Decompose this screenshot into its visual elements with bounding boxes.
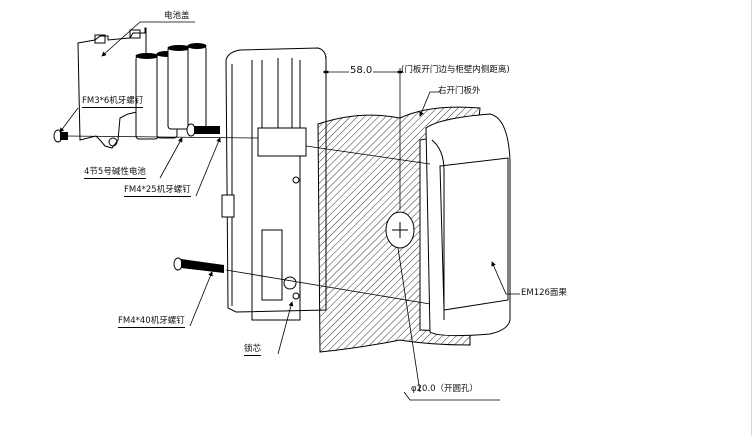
leader-lines [59,21,520,401]
screw-hole [292,176,300,184]
label-hole-spec: φ20.0（开圆孔） [411,384,479,394]
door-panel [317,106,481,353]
screw-fm4x40 [173,257,224,273]
battery [167,45,191,130]
battery [187,43,207,129]
leader-em126 [491,261,520,295]
leader-door-outer [419,91,440,117]
label-dimension-note: (门板开门边与柜壁内侧距离) [401,65,510,75]
cover-clip [129,29,141,39]
leader-fm3x6 [59,107,79,133]
label-lock-core: 锁芯 [244,344,262,356]
battery [135,53,159,140]
alignment-lines [65,68,431,393]
screw-fm3x6 [53,129,68,143]
label-screw-fm4x25: FM4*25机牙螺钉 [124,185,191,197]
battery-contacts [257,127,307,157]
label-batteries: 4节5号碱性电池 [84,167,146,179]
dimension-value: 58.0 [349,65,374,76]
em126-panel [425,113,511,337]
leader-battery-cover [101,21,195,57]
label-screw-fm3x6: FM3*6机牙螺钉 [82,96,144,108]
cover-hinge [108,137,118,147]
leader-hole-spec [403,391,500,401]
leader-lock-core [277,301,294,355]
frame-edge [751,0,752,436]
lock-core-hole [283,276,297,290]
label-battery-cover: 电池盖 [164,11,190,21]
label-screw-fm4x40: FM4*40机牙螺钉 [118,316,185,328]
leader-fm4x40 [189,271,213,327]
label-em126-panel: EM126面果 [521,288,567,298]
leader-fm4x25 [195,137,221,197]
cover-clip [94,34,106,44]
latch-plate [261,229,283,301]
lock-body [221,47,327,321]
label-door-outer: 右开门板外 [438,86,481,96]
lock-button [221,194,235,218]
screw-hole [292,292,300,300]
batteries [135,43,207,140]
screw-fm4x25 [186,123,220,137]
leader-batteries [159,137,183,179]
